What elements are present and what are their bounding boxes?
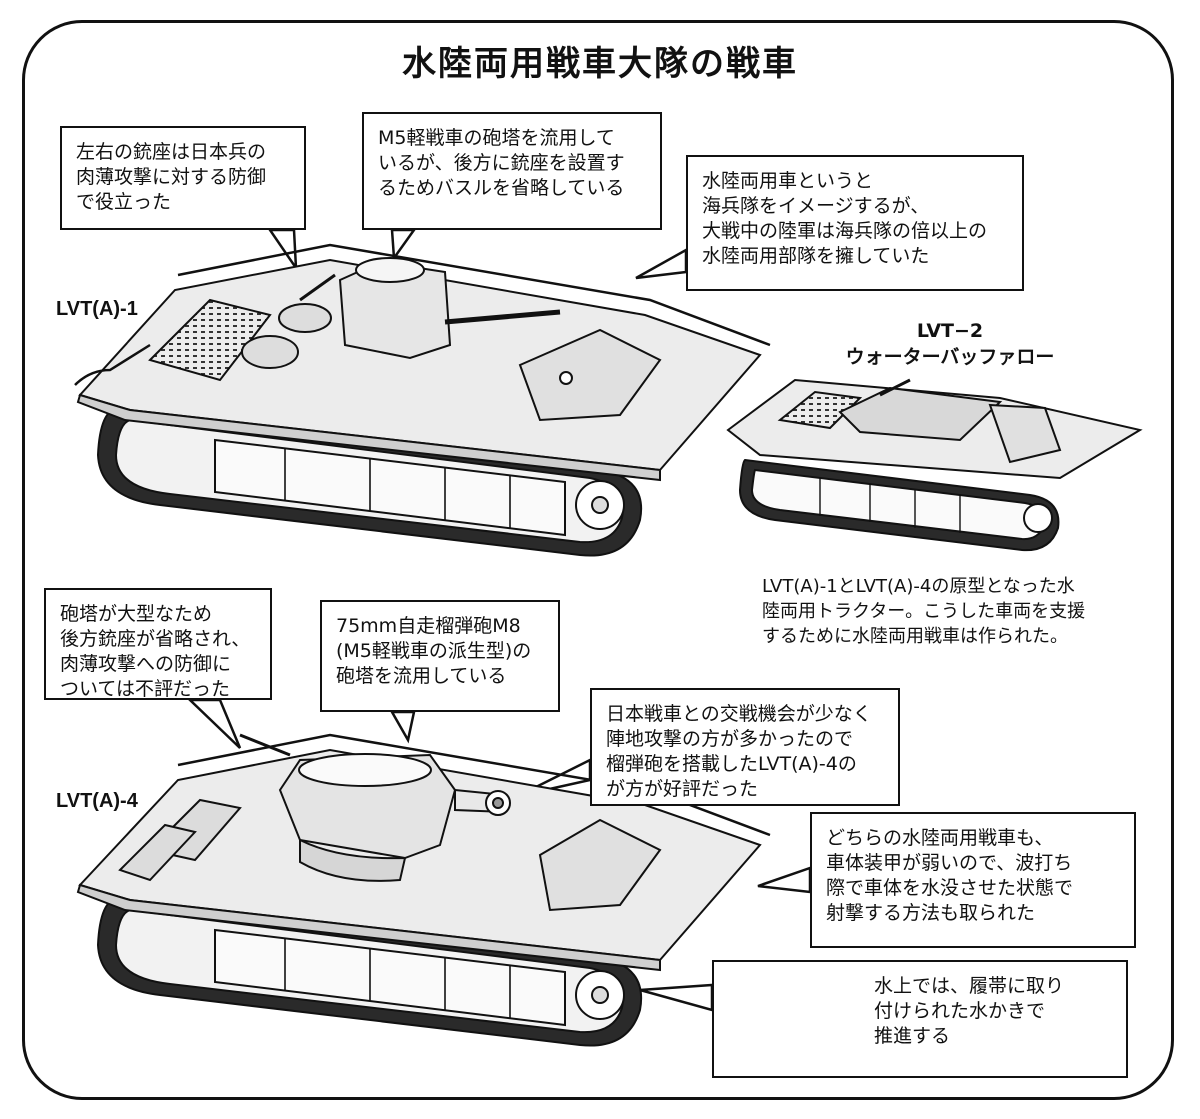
callout-m8-turret: 75mm自走榴弾砲M8 (M5軽戦車の派生型)の 砲塔を流用している — [320, 600, 560, 712]
callout-submerged-firing: どちらの水陸両用戦車も、 車体装甲が弱いので、波打ち 際で車体を水没させた状態で… — [810, 812, 1136, 948]
callout-howitzer: 日本戦車との交戦機会が少なく 陣地攻撃の方が多かったので 榴弾砲を搭載したLVT… — [590, 688, 900, 806]
label-lvta4: LVT(A)-4 — [56, 790, 138, 812]
lvt2-caption: LVT(A)-1とLVT(A)-4の原型となった水 陸両用トラクター。こうした車… — [762, 576, 1086, 647]
page-title: 水陸両用戦車大隊の戦車 — [402, 44, 798, 84]
callout-track-paddles: 水上では、履帯に取り 付けられた水かきで 推進する — [712, 960, 1128, 1078]
callout-m5-turret: M5軽戦車の砲塔を流用して いるが、後方に銃座を設置す るためバスルを省略してい… — [362, 112, 662, 230]
page-frame — [22, 20, 1174, 1100]
callout-large-turret: 砲塔が大型なため 後方銃座が省略され、 肉薄攻撃への防御に ついては不評だった — [44, 588, 272, 700]
callout-gun-mounts: 左右の銃座は日本兵の 肉薄攻撃に対する防御 で役立った — [60, 126, 306, 230]
label-lvt2: LVT−2 ウォーターバッファロー — [845, 320, 1055, 368]
lvt2-vehicle — [726, 378, 1143, 552]
label-lvta1: LVT(A)-1 — [56, 298, 138, 320]
callout-army-units: 水陸両用車というと 海兵隊をイメージするが、 大戦中の陸軍は海兵隊の倍以上の 水… — [686, 155, 1024, 291]
lvta1-tank — [74, 243, 771, 557]
